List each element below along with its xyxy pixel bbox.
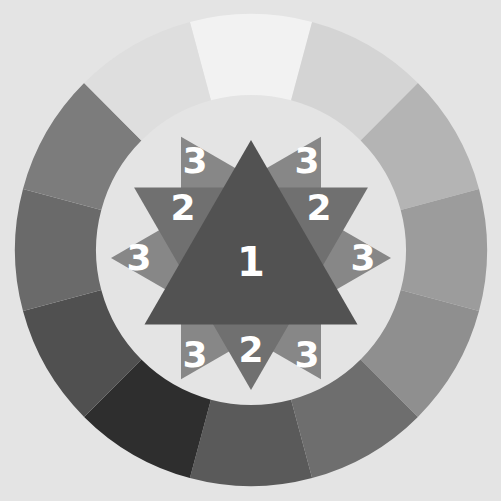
wheel-segment — [15, 189, 101, 311]
callout-number: 3 — [126, 240, 151, 276]
callout-number: 3 — [350, 240, 375, 276]
callout-number: 3 — [294, 143, 319, 179]
callout-number: 2 — [306, 190, 331, 226]
wheel-segment — [401, 189, 487, 311]
callout-number: 1 — [237, 242, 265, 282]
wheel-segment — [190, 14, 312, 100]
callout-number: 3 — [294, 337, 319, 373]
callout-number: 3 — [182, 337, 207, 373]
callout-number: 2 — [238, 332, 263, 368]
wheel-segment — [190, 400, 312, 486]
callout-number: 3 — [182, 143, 207, 179]
wheel-segment — [23, 290, 141, 417]
triangle-fill — [145, 140, 358, 325]
wheel-segment — [361, 83, 479, 210]
wheel-segment — [291, 360, 418, 478]
wheel-segment — [84, 22, 211, 140]
callout-number: 2 — [170, 190, 195, 226]
